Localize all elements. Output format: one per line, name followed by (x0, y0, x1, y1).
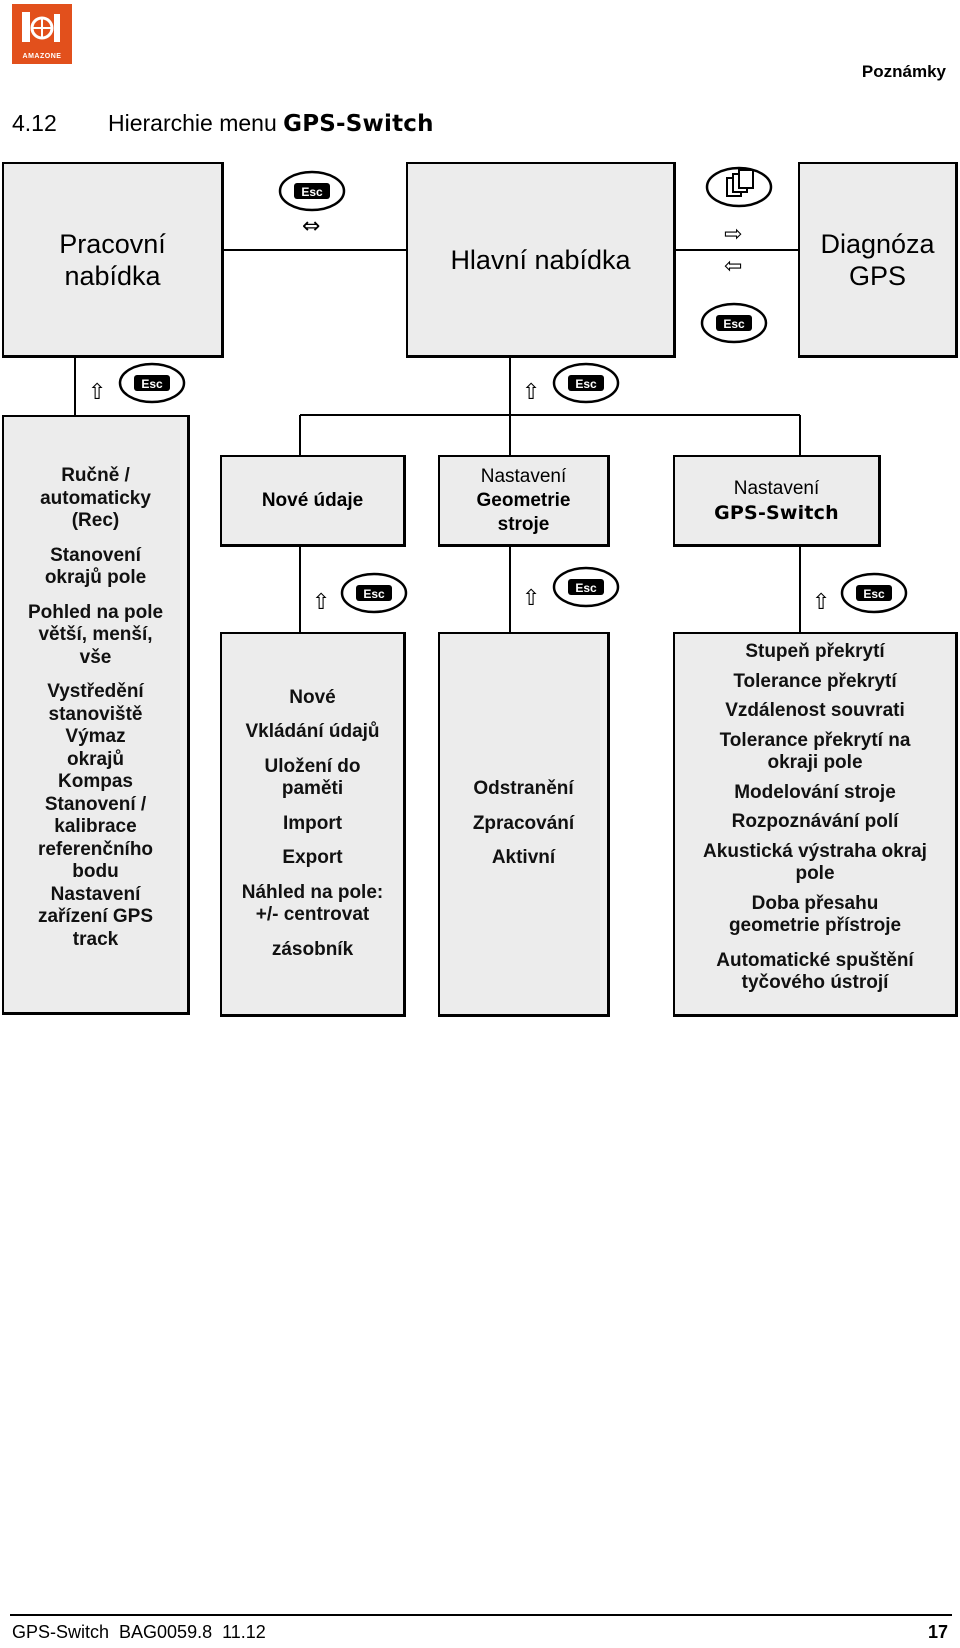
logo-text: AMAZONE (22, 53, 62, 60)
main-menu-box[interactable]: Hlavní nabídka (406, 162, 676, 358)
list-item[interactable]: Stanovení okrajů pole (44, 544, 147, 589)
esc-key-icon: Esc (340, 572, 408, 614)
new-data-header-box[interactable]: Nové údaje (220, 455, 406, 547)
page-number: 17 (927, 1622, 948, 1642)
list-item[interactable]: Uložení do paměti (264, 755, 361, 800)
geometry-header-box[interactable]: Nastavení Geometrie stroje (438, 455, 610, 547)
svg-text:Esc: Esc (141, 377, 163, 391)
geometry-items-box: Odstranění Zpracování Aktivní (438, 632, 610, 1017)
geometry-header-line1: Nastavení (480, 465, 567, 487)
esc-key-icon: Esc (552, 362, 620, 404)
list-item[interactable]: Stanovení / kalibrace referenčního bodu (37, 793, 154, 883)
work-menu-box[interactable]: Pracovní nabídka (2, 162, 224, 358)
amazone-logo: AMAZONE (12, 4, 72, 64)
diagnosis-line2: GPS (848, 260, 907, 291)
list-item[interactable]: Nové (289, 686, 336, 708)
geometry-header-line2: Geometrie stroje (476, 489, 571, 535)
esc-key-icon: Esc (840, 572, 908, 614)
esc-key-icon: Esc (118, 362, 186, 404)
list-item[interactable]: Náhled na pole: +/- centrovat (241, 881, 384, 926)
svg-text:Esc: Esc (575, 581, 597, 595)
list-item[interactable]: Vystředění stanoviště (47, 681, 144, 725)
list-item[interactable]: Vkládání údajů (245, 721, 380, 743)
diagnosis-line1: Diagnóza (820, 228, 935, 259)
list-item[interactable]: Kompas (58, 771, 133, 792)
list-item[interactable]: Rozpoznávání polí (731, 811, 899, 832)
section-number: 4.12 (12, 110, 57, 136)
esc-key-icon: Esc (278, 170, 346, 212)
right-arrow-icon: ⇨ (724, 222, 743, 247)
svg-text:Esc: Esc (575, 377, 597, 391)
list-item[interactable]: Import (282, 812, 343, 834)
list-item[interactable]: Akustická výstraha okraj pole (703, 840, 927, 885)
svg-text:Esc: Esc (363, 587, 385, 601)
sower-icon (22, 12, 60, 42)
list-item[interactable]: Export (282, 847, 343, 869)
section-brand: GPS-Switch (283, 111, 434, 137)
gps-settings-items-box: Stupeň překrytí Tolerance překrytí Vzdál… (673, 632, 958, 1017)
list-item[interactable]: Pohled na pole větší, menší, vše (27, 601, 164, 668)
new-data-items-box: Nové Vkládání údajů Uložení do paměti Im… (220, 632, 406, 1017)
hierarchy-connectors (74, 249, 801, 632)
footer-doc-id: GPS-Switch BAG0059.8 11.12 (12, 1622, 266, 1642)
list-item[interactable]: Nastavení zařízení GPS track (37, 883, 154, 950)
svg-text:Esc: Esc (863, 587, 885, 601)
section-title: Hierarchie menu (108, 110, 277, 136)
work-menu-line1: Pracovní (59, 228, 166, 259)
list-item[interactable]: Odstranění (473, 778, 574, 800)
section-heading: 4.12 Hierarchie menu GPS-Switch (12, 110, 434, 137)
list-item[interactable]: Automatické spuštění tyčového ústrojí (716, 949, 914, 994)
list-item[interactable]: Aktivní (491, 847, 556, 869)
list-item[interactable]: Výmaz okrajů (65, 726, 126, 770)
main-menu-label: Hlavní nabídka (450, 244, 631, 275)
list-item[interactable]: Stupeň překrytí (745, 641, 885, 662)
pages-key-icon (705, 166, 773, 208)
list-item[interactable]: Modelování stroje (734, 781, 896, 803)
up-arrow-icon: ⇧ (522, 586, 541, 611)
up-arrow-icon: ⇧ (522, 380, 541, 405)
list-item[interactable]: Tolerance překrytí na okraji pole (719, 729, 911, 774)
left-arrow-icon: ⇦ (724, 254, 743, 279)
svg-text:Esc: Esc (723, 317, 745, 331)
svg-text:Esc: Esc (301, 185, 323, 199)
esc-key-icon: Esc (552, 566, 620, 608)
up-arrow-icon: ⇧ (812, 590, 831, 615)
list-item[interactable]: Vzdálenost souvrati (725, 700, 905, 721)
double-arrow-icon: ⇔ (302, 214, 321, 239)
notes-label: Poznámky (861, 62, 946, 81)
list-item[interactable]: Tolerance překrytí (733, 670, 897, 692)
diagnosis-box[interactable]: Diagnóza GPS (798, 162, 958, 358)
gps-settings-header-box[interactable]: Nastavení GPS-Switch (673, 455, 881, 547)
new-data-header: Nové údaje (261, 489, 364, 511)
footer-divider (10, 1614, 952, 1616)
list-item[interactable]: zásobník (271, 938, 354, 960)
esc-key-icon: Esc (700, 302, 768, 344)
work-menu-items-box: Ručně / automaticky (Rec) Stanovení okra… (2, 415, 190, 1015)
up-arrow-icon: ⇧ (88, 380, 107, 405)
list-item[interactable]: Ručně / automaticky (Rec) (40, 465, 151, 531)
list-item[interactable]: Doba přesahu geometrie přístroje (728, 892, 902, 937)
list-item[interactable]: Zpracování (472, 812, 575, 834)
up-arrow-icon: ⇧ (312, 590, 331, 615)
gps-settings-header-line1: Nastavení (733, 477, 820, 499)
work-menu-line2: nabídka (64, 260, 161, 291)
gps-settings-header-line2: GPS-Switch (714, 501, 839, 524)
